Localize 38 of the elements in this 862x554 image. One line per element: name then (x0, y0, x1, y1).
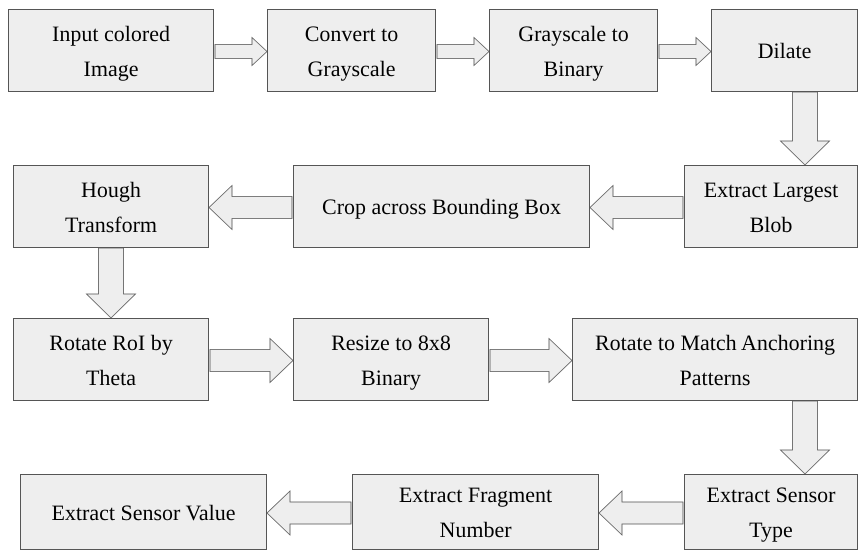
step-label: Extract Sensor Type (706, 481, 836, 544)
step-label: Extract Fragment Number (398, 481, 554, 544)
block-arrow (86, 248, 136, 319)
process-box (267, 9, 436, 92)
process-box (684, 165, 858, 248)
step-label: Convert to Grayscale (304, 20, 400, 83)
step-label: Hough Transform (64, 176, 158, 238)
block-arrow (208, 184, 292, 230)
process-box (572, 318, 858, 401)
step-label: Dilate (758, 37, 812, 65)
process-box (8, 9, 214, 92)
process-box (684, 474, 858, 550)
block-arrow (598, 490, 684, 536)
block-arrow (658, 36, 712, 66)
step-label: Crop across Bounding Box (322, 193, 561, 221)
block-arrow (436, 36, 490, 66)
process-box (13, 318, 209, 401)
process-box (352, 474, 599, 550)
block-arrow (490, 338, 573, 384)
step-label: Grayscale to Binary (517, 20, 630, 83)
process-box (711, 9, 858, 92)
block-arrow (780, 92, 830, 166)
step-label: Rotate to Match Anchoring Patterns (594, 328, 836, 392)
block-arrow (780, 400, 830, 475)
process-box (13, 165, 209, 248)
block-arrow (589, 184, 684, 230)
step-label: Extract Largest Blob (702, 176, 840, 238)
block-arrow (210, 338, 294, 384)
process-box (20, 474, 267, 550)
step-label: Resize to 8x8 Binary (330, 328, 452, 392)
step-label: Input colored Image (51, 20, 171, 83)
step-label: Extract Sensor Value (51, 498, 236, 526)
block-arrow (214, 36, 268, 66)
process-box (293, 318, 489, 401)
block-arrow (266, 490, 352, 536)
step-label: Rotate RoI by Theta (48, 328, 174, 392)
process-box (293, 165, 590, 248)
process-box (489, 9, 658, 92)
